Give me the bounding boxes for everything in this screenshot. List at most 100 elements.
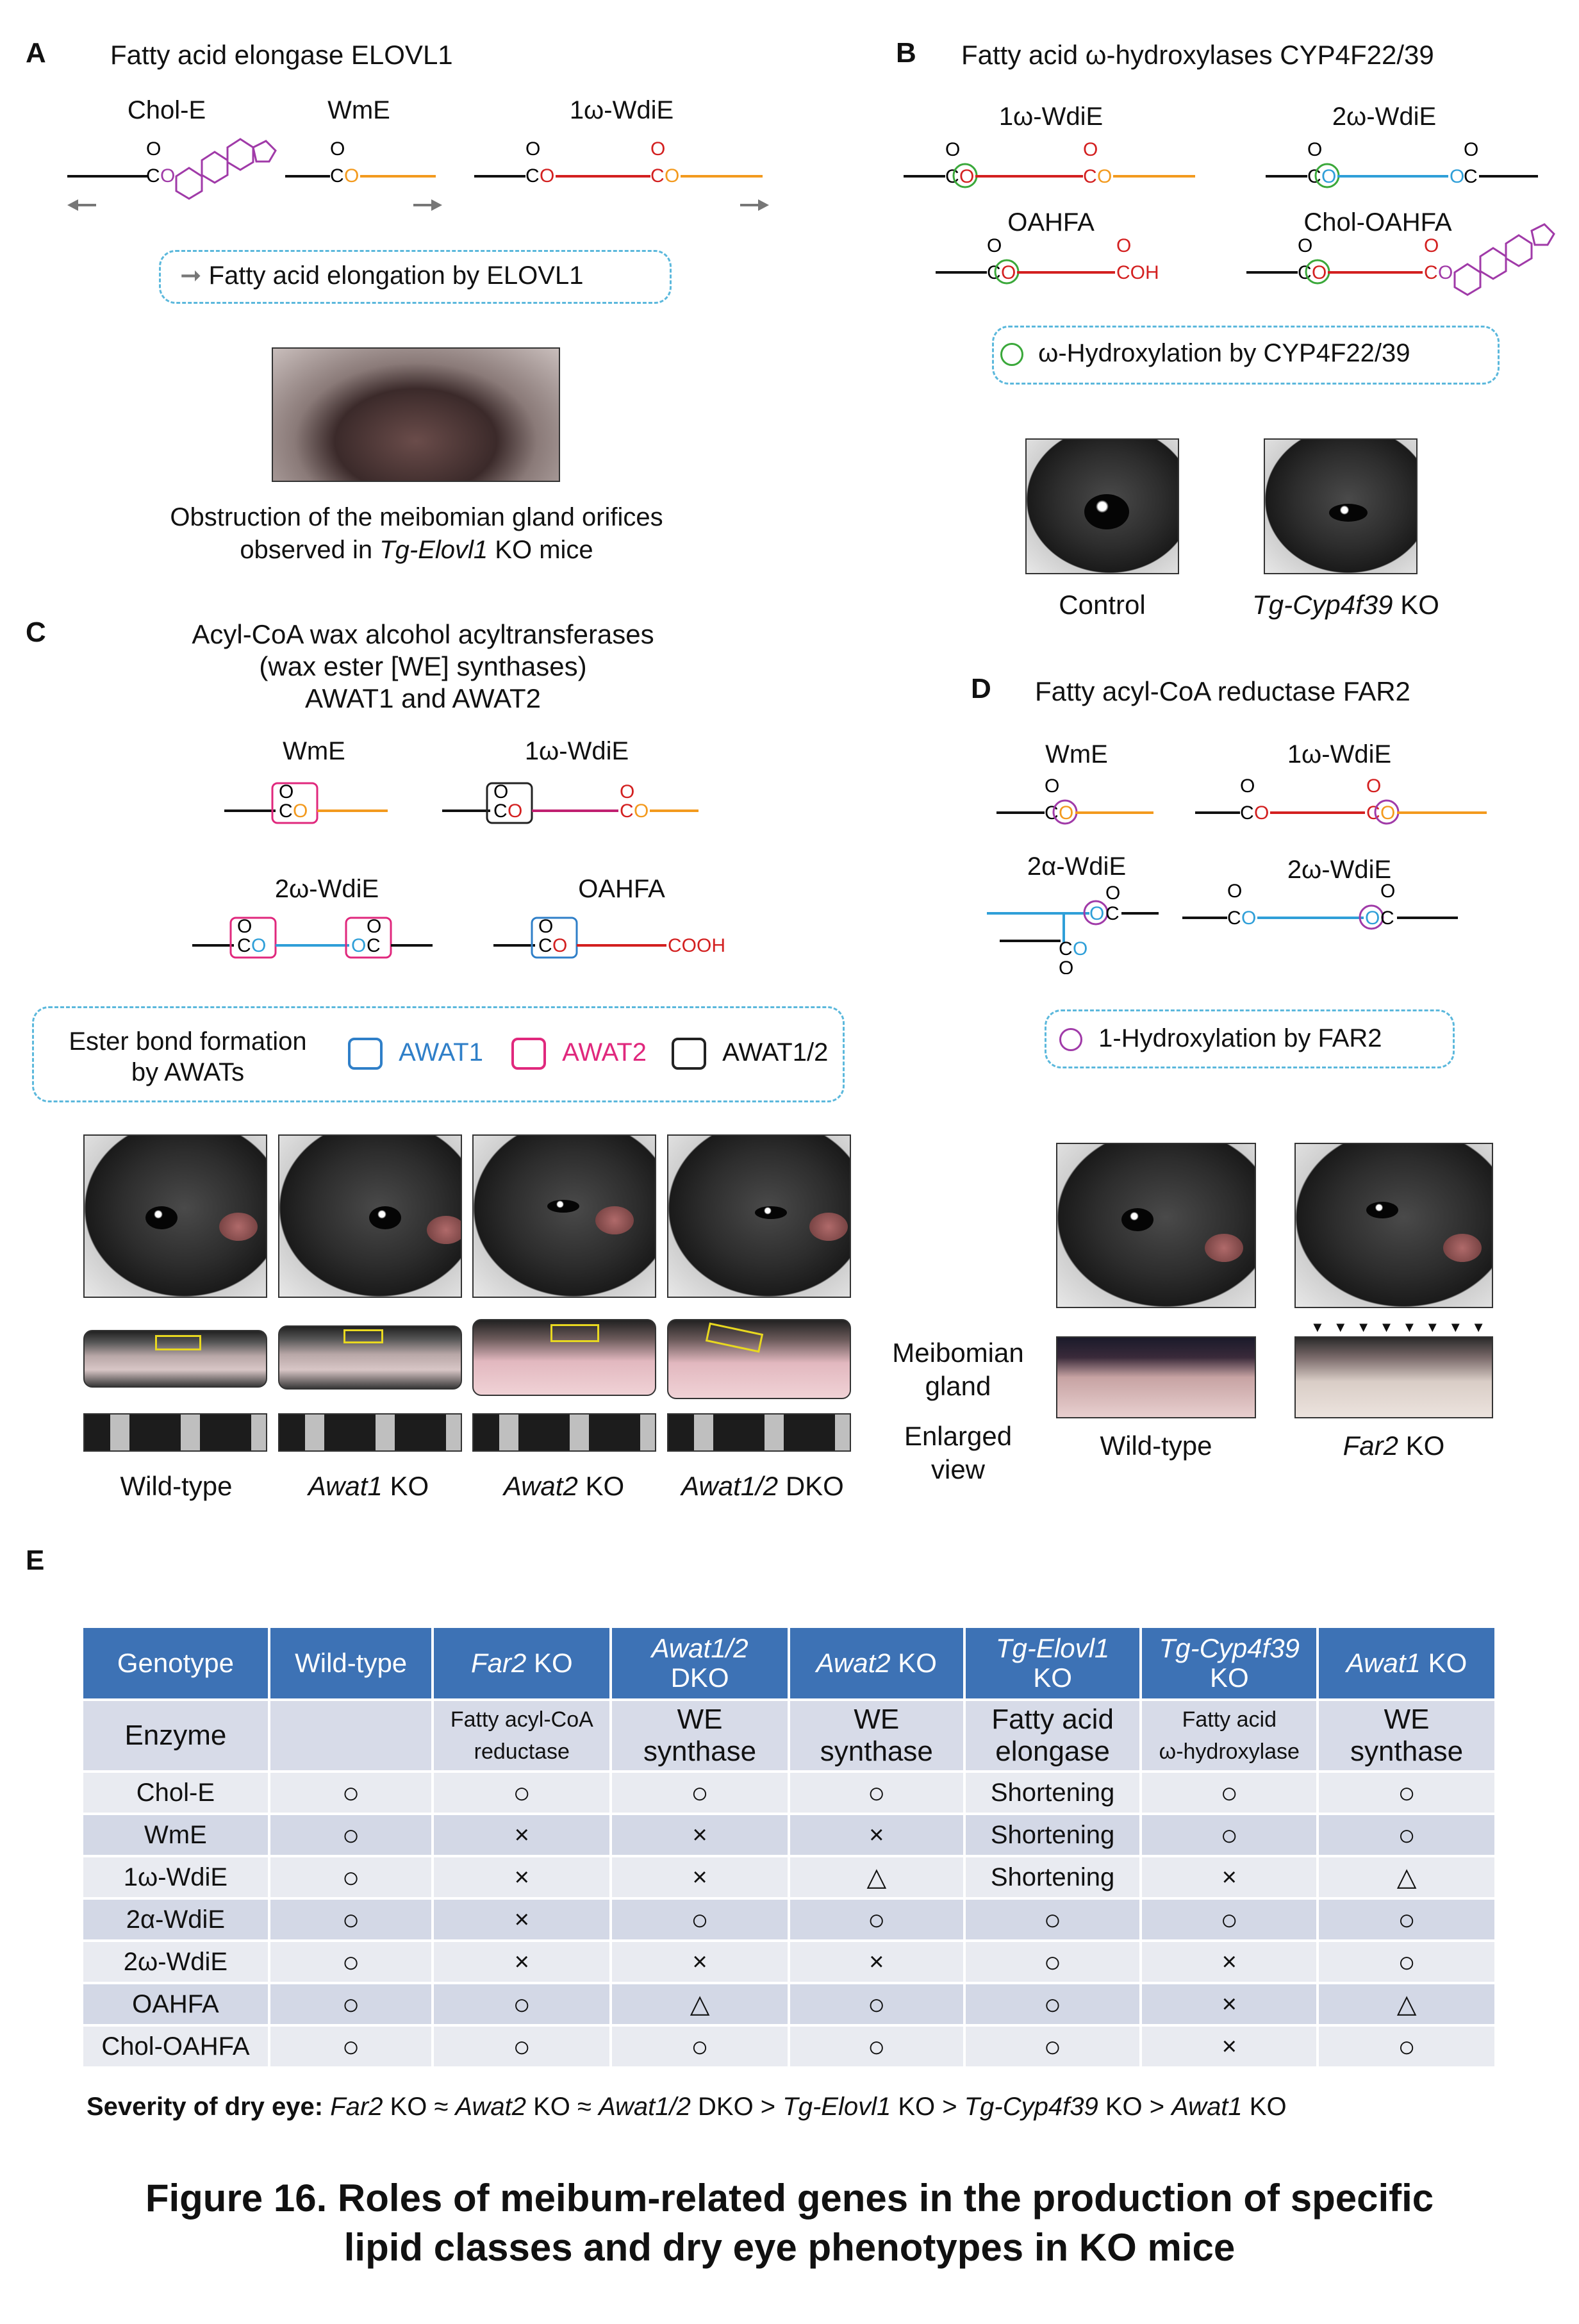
svg-text:C: C xyxy=(1464,166,1478,187)
panel-d-title: Fatty acyl-CoA reductase FAR2 xyxy=(1035,676,1410,706)
lipid-name-cell: Chol-E xyxy=(83,1773,268,1813)
table-cell: △ xyxy=(790,1857,963,1897)
table-row: Chol-E○○○○Shortening○○ xyxy=(83,1773,1494,1813)
header-far2: Far2 KO xyxy=(434,1628,610,1698)
svg-text:O: O xyxy=(665,165,679,187)
mol-1w-wdie-d-label: 1ω-WdiE xyxy=(1287,740,1392,768)
svg-text:O: O xyxy=(1254,802,1269,824)
mol-2w-wdie-b-label: 2ω-WdiE xyxy=(1332,103,1437,131)
svg-text:C: C xyxy=(525,165,540,187)
svg-text:O: O xyxy=(634,801,649,822)
svg-text:O: O xyxy=(620,781,634,802)
table-cell: ○ xyxy=(1319,1773,1494,1813)
svg-text:O: O xyxy=(987,235,1002,256)
table-cell: × xyxy=(1142,1942,1317,1982)
table-cell: × xyxy=(434,1942,610,1982)
svg-text:O: O xyxy=(1227,881,1242,902)
panel-c-legend: Ester bond formation by AWATs AWAT1 AWAT… xyxy=(32,1006,845,1102)
table-cell: ○ xyxy=(1319,1942,1494,1982)
mol-1w-wdie-b-label: 1ω-WdiE xyxy=(998,103,1104,131)
mol-oahfa-c-label: OAHFA xyxy=(578,875,665,903)
svg-text:O: O xyxy=(279,781,293,802)
svg-text:O: O xyxy=(650,138,665,160)
wildtype-label-c: Wild-type xyxy=(120,1471,233,1501)
table-cell: ○ xyxy=(270,1815,432,1855)
svg-text:O: O xyxy=(1366,776,1381,797)
svg-text:O: O xyxy=(1073,938,1087,959)
table-cell: ○ xyxy=(612,1773,788,1813)
svg-text:C: C xyxy=(1380,908,1394,929)
table-cell: ○ xyxy=(790,1900,963,1939)
far2-gland-photo xyxy=(1294,1336,1493,1418)
table-cell: ○ xyxy=(1142,1900,1317,1939)
svg-text:C: C xyxy=(330,165,344,187)
table-cell: ○ xyxy=(270,1984,432,2024)
svg-text:C: C xyxy=(493,801,508,822)
header-wildtype: Wild-type xyxy=(270,1628,432,1698)
table-row: 2ω-WdiE○×××○×○ xyxy=(83,1942,1494,1982)
table-cell: ○ xyxy=(270,2027,432,2066)
figure-caption-line1: Figure 16. Roles of meibum-related genes… xyxy=(145,2177,1434,2220)
wildtype-gland-photo-c xyxy=(83,1330,267,1388)
black-box-icon xyxy=(672,1038,706,1070)
panel-a-title: Fatty acid elongase ELOVL1 xyxy=(110,40,453,70)
svg-text:O: O xyxy=(367,916,381,937)
awat2-label: Awat2 KO xyxy=(503,1471,625,1501)
svg-text:C: C xyxy=(146,165,160,187)
table-cell: Shortening xyxy=(965,1815,1140,1855)
panel-e-label: E xyxy=(26,1545,45,1576)
mol-2w-wdie-c-label: 2ω-WdiE xyxy=(274,875,379,903)
svg-text:O: O xyxy=(959,166,974,187)
table-row: Chol-OAHFA○○○○○×○ xyxy=(83,2027,1494,2066)
table-cell: ○ xyxy=(612,2027,788,2066)
svg-text:O: O xyxy=(1241,908,1256,929)
table-row: WmE○×××Shortening○○ xyxy=(83,1815,1494,1855)
steroid-icon xyxy=(175,138,277,200)
svg-text:O: O xyxy=(146,138,161,160)
steroid-icon-b xyxy=(1453,223,1555,296)
svg-text:O: O xyxy=(945,139,960,160)
table-cell: △ xyxy=(1319,1857,1494,1897)
table-cell: × xyxy=(612,1942,788,1982)
mol-2a-wdie-d-label: 2α-WdiE xyxy=(1027,852,1127,881)
table-cell: Shortening xyxy=(965,1857,1140,1897)
table-cell: △ xyxy=(612,1984,788,2024)
panel-a-legend-text: Fatty acid elongation by ELOVL1 xyxy=(208,261,584,290)
mol-wme-d-label: WmE xyxy=(1045,740,1108,768)
wildtype-mouse-photo-c xyxy=(83,1134,267,1298)
lipid-name-cell: OAHFA xyxy=(83,1984,268,2024)
legend-awat1: AWAT1 xyxy=(348,1038,483,1070)
enzyme-cell xyxy=(270,1701,432,1770)
svg-text:O: O xyxy=(1424,235,1439,256)
severity-line: Severity of dry eye: Far2 KO ≈ Awat2 KO … xyxy=(87,2093,1287,2121)
tg-elovl1-eye-photo xyxy=(272,347,560,482)
awat1-enlarged xyxy=(278,1413,462,1452)
table-cell: ○ xyxy=(1142,1773,1317,1813)
panel-a-photo-caption-2: observed in Tg-Elovl1 KO mice xyxy=(240,536,593,564)
table-cell: ○ xyxy=(1319,2027,1494,2066)
panel-d-label: D xyxy=(971,673,991,704)
table-cell: × xyxy=(612,1815,788,1855)
table-cell: ○ xyxy=(270,1773,432,1813)
legend-awat12: AWAT1/2 xyxy=(672,1038,828,1070)
awat2-enlarged xyxy=(472,1413,656,1452)
panel-c-legend-title: Ester bond formation by AWATs xyxy=(69,1027,307,1086)
panel-a-label: A xyxy=(26,37,46,69)
mol-chol-oahfa-b-label: Chol-OAHFA xyxy=(1303,208,1452,237)
panel-a-legend: ➞ Fatty acid elongation by ELOVL1 xyxy=(159,250,672,304)
table-cell: ○ xyxy=(790,1773,963,1813)
lipid-name-cell: 2α-WdiE xyxy=(83,1900,268,1939)
tg-cyp4f39-label: Tg-Cyp4f39 KO xyxy=(1252,590,1439,620)
svg-text:C: C xyxy=(279,801,293,822)
svg-text:COOH: COOH xyxy=(668,935,725,956)
